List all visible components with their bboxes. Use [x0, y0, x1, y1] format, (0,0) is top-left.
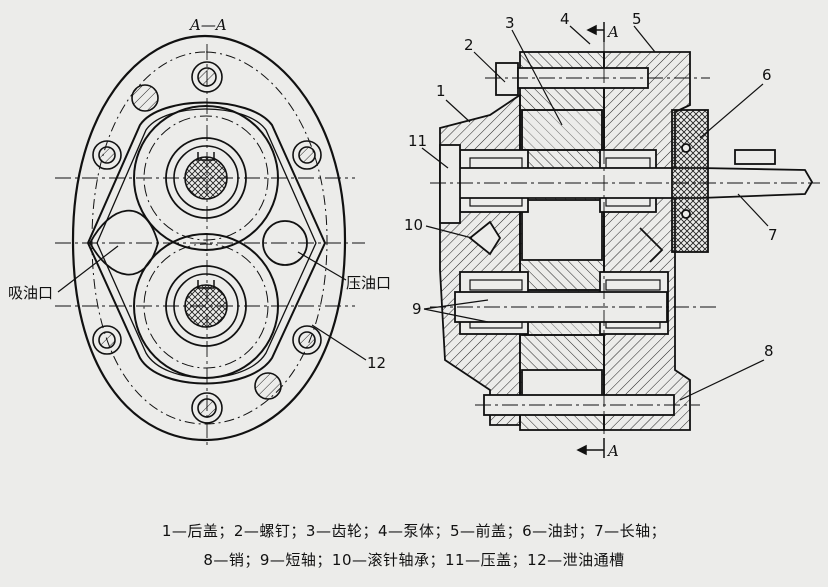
- callout-5: 5: [632, 10, 642, 28]
- callout-11: 11: [408, 132, 427, 150]
- pressure-port-leader: [297, 251, 347, 281]
- section-arrows: [576, 22, 605, 458]
- callout-8: 8: [764, 342, 774, 360]
- callout-2: 2: [464, 36, 474, 54]
- suction-port-label: 吸油口: [8, 284, 53, 302]
- suction-port-leader: [57, 245, 119, 293]
- callout-10: 10: [404, 216, 423, 234]
- callout-9: 9: [412, 300, 422, 318]
- section-arrow-bottom: A: [606, 442, 619, 460]
- right-section-view: [439, 51, 814, 431]
- pressure-port-label: 压油口: [346, 274, 391, 292]
- caption-line-2: 8—销；9—短轴；10—滚针轴承；11—压盖；12—泄油通槽: [203, 551, 625, 569]
- section-arrow-top: A: [606, 23, 619, 41]
- callout-leaders: [421, 25, 769, 401]
- callout-numbers: 1 2 3 4 5 6 7 8 9 10 11: [404, 10, 778, 360]
- callout-1: 1: [436, 82, 446, 100]
- callout-6: 6: [762, 66, 772, 84]
- right-centerlines: [430, 40, 820, 440]
- callout-3: 3: [505, 14, 515, 32]
- groove-callout: 12: [367, 354, 386, 372]
- groove-leader: [311, 324, 367, 361]
- callout-7: 7: [768, 226, 778, 244]
- callout-4: 4: [560, 10, 570, 28]
- left-section-view: [55, 34, 365, 448]
- section-label: A—A: [188, 16, 227, 34]
- caption-line-1: 1—后盖；2—螺钉；3—齿轮；4—泵体；5—前盖；6—油封；7—长轴；: [161, 522, 667, 540]
